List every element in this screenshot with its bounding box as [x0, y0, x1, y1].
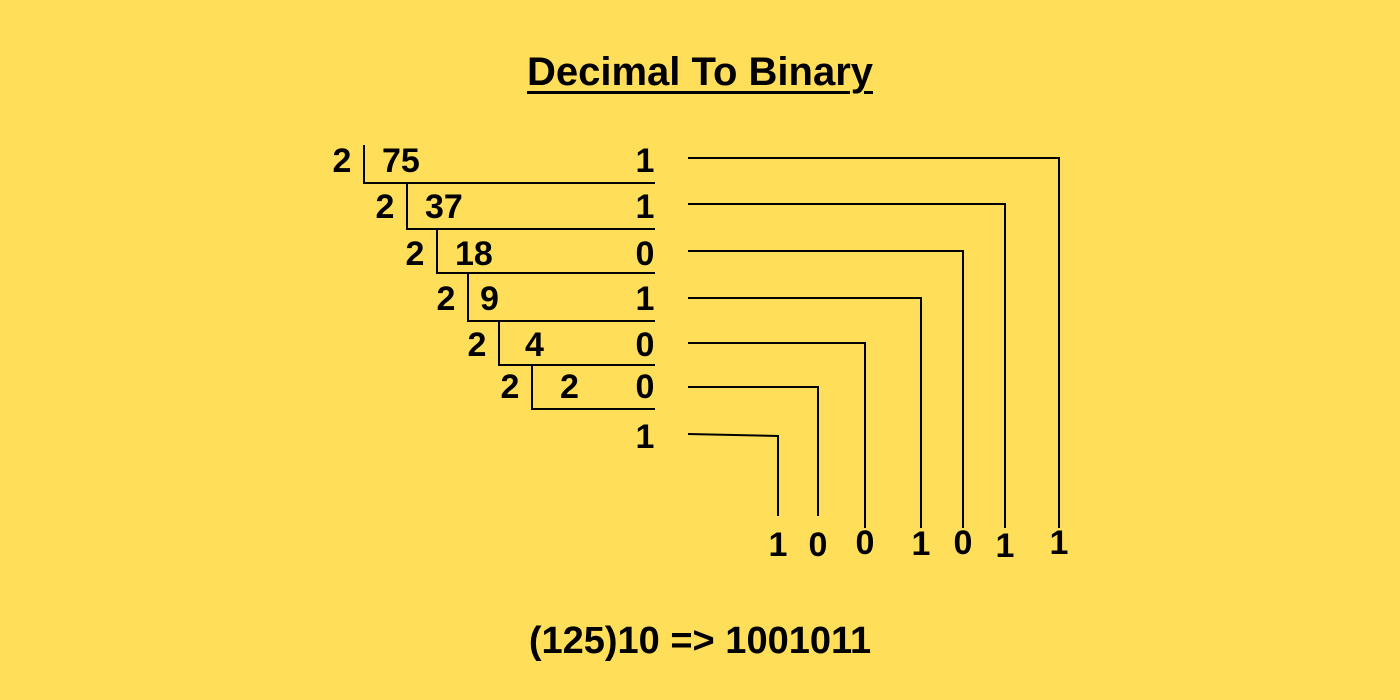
- division-bracket: [498, 321, 655, 366]
- division-bracket: [467, 273, 655, 322]
- dividend: 2: [560, 368, 579, 406]
- division-bracket: [363, 145, 655, 184]
- divisor: 2: [467, 326, 487, 364]
- remainder-connector: [688, 203, 1006, 528]
- dividend: 9: [480, 280, 499, 318]
- binary-digit: 1: [1049, 524, 1069, 562]
- divisor: 2: [436, 280, 456, 318]
- remainder-connector: [688, 157, 1060, 528]
- dividend: 18: [455, 235, 493, 273]
- binary-digit: 1: [768, 526, 788, 564]
- binary-digit: 0: [808, 526, 828, 564]
- final-quotient: 1: [635, 418, 655, 456]
- binary-digit: 0: [953, 524, 973, 562]
- remainder: 0: [635, 235, 655, 273]
- divisor: 2: [405, 235, 425, 273]
- divisor: 2: [332, 142, 352, 180]
- result-expression: (125)10 => 1001011: [528, 620, 872, 662]
- remainder-connector: [688, 250, 964, 528]
- remainder: 1: [635, 142, 655, 180]
- diagram-title: Decimal To Binary: [526, 50, 874, 94]
- binary-digit: 1: [995, 527, 1015, 565]
- remainder: 1: [635, 188, 655, 226]
- dividend: 4: [525, 326, 544, 364]
- remainder: 1: [635, 280, 655, 318]
- division-bracket: [531, 365, 655, 410]
- remainder: 0: [635, 368, 655, 406]
- remainder: 0: [635, 326, 655, 364]
- remainder-connector: [688, 386, 819, 516]
- binary-digit: 1: [911, 525, 931, 563]
- division-bracket: [436, 229, 655, 274]
- division-bracket: [406, 183, 655, 230]
- dividend: 75: [382, 142, 420, 180]
- dividend: 37: [425, 188, 463, 226]
- binary-digit: 0: [855, 524, 875, 562]
- divisor: 2: [375, 188, 395, 226]
- remainder-connector: [688, 342, 866, 528]
- remainder-connector: [688, 297, 922, 528]
- remainder-connector: [687, 433, 779, 516]
- divisor: 2: [500, 368, 520, 406]
